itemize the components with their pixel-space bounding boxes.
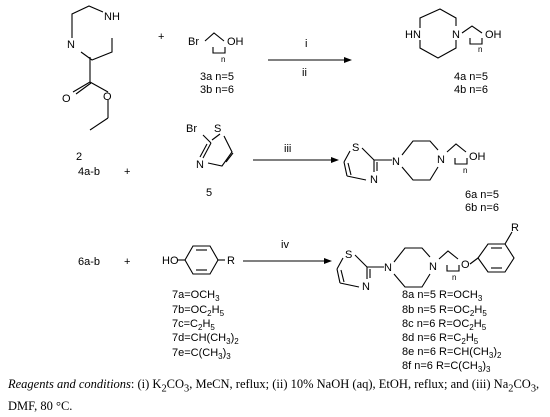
cmpd8-repeat-n: n [452, 273, 456, 282]
plus-sign-1: + [158, 31, 164, 43]
cmpd5-s-atom: S [214, 123, 221, 135]
caption-part-2: CO [166, 377, 185, 391]
cmpd8-n2-atom: N [429, 261, 437, 273]
step-ii-label: ii [302, 67, 307, 79]
compound-8-structure: S N N N n O R [336, 222, 519, 293]
compound-8-labels: 8a n=5 R=OCH3 8b n=5 R=OC2H5 8c n=6 R=OC… [402, 289, 502, 374]
label-8b: 8b n=5 R=OC2H5 [402, 304, 487, 318]
compound-3b-label: 3b n=6 [200, 84, 234, 96]
cmpd4-n-atom: N [452, 29, 460, 41]
compound-4a-label: 4a n=5 [454, 71, 488, 83]
cmpd6-n1-atom: N [392, 156, 400, 168]
compound-6a-label: 6a n=5 [465, 189, 499, 201]
cmpd8-s-atom: S [345, 249, 352, 261]
label-8c: 8c n=6 R=OC2H5 [402, 318, 487, 332]
caption-lead: Reagents and conditions [8, 377, 131, 391]
cmpd6-ring-n: N [370, 174, 378, 186]
reactant-4ab-label: 4a-b [78, 166, 100, 178]
reaction-arrow-iii: iii [253, 143, 339, 163]
br-atom: Br [188, 36, 199, 48]
step-iv-label: iv [281, 239, 289, 251]
label-7a: 7a=OCH3 [172, 289, 220, 303]
label-8e: 8e n=6 R=CH(CH3)2 [402, 346, 502, 360]
caption-part-3: , MeCN, reflux; (ii) 10% NaOH (aq), EtOH… [189, 377, 509, 391]
phenol-ho-group: HO [162, 255, 179, 267]
compound-3a-label: 3a n=5 [200, 71, 234, 83]
compound-6b-label: 6b n=6 [465, 202, 499, 214]
cmpd8-n1-atom: N [384, 262, 392, 274]
phenol-r-group: R [227, 255, 235, 267]
cmpd2-carbonyl-o: O [62, 93, 71, 105]
compound-3-structure: Br n OH [188, 32, 244, 64]
caption-sub-4: 3 [530, 383, 537, 395]
caption-part-1: : (i) K [130, 377, 162, 391]
label-7e: 7e=C(CH3)3 [172, 347, 231, 361]
cmpd6-repeat-n: n [463, 166, 467, 175]
reaction-conditions-caption: Reagents and conditions: (i) K2CO3, MeCN… [8, 376, 544, 415]
cmpd6-s-atom: S [352, 142, 359, 154]
reaction-arrow-iv: iv [243, 239, 332, 264]
cmpd5-br-atom: Br [186, 123, 197, 135]
compound-2-structure: N NH O O [62, 5, 120, 131]
caption-part-4: CO [513, 377, 531, 391]
compound-7-structure: HO R [162, 245, 235, 275]
label-7b: 7b=OC2H5 [172, 304, 225, 318]
compound-6-structure: S N N N n OH [343, 140, 486, 186]
compound-5-structure: Br S N [186, 123, 234, 171]
cmpd8-ring-n: N [362, 281, 370, 293]
scheme-drawing: N NH O O 2 + Br n OH 3a n=5 3b n=6 i ii … [62, 5, 519, 374]
label-7c: 7c=C2H5 [172, 318, 215, 332]
caption-sub-3: 2 [508, 383, 514, 395]
repeat-n: n [221, 55, 225, 64]
cmpd4-hn-atom: HN [405, 29, 421, 41]
cmpd4-repeat-n: n [478, 45, 482, 54]
cmpd2-nh-atom: NH [104, 11, 120, 23]
caption-sub-1: 2 [161, 383, 167, 395]
compound-2-label: 2 [76, 151, 82, 163]
label-8f: 8f n=6 R=C(CH3)3 [402, 360, 491, 374]
cmpd4-oh-group: OH [485, 29, 502, 41]
label-8d: 8d n=6 R=C2H5 [402, 332, 479, 346]
cmpd6-n2-atom: N [437, 154, 445, 166]
plus-sign-2: + [124, 166, 130, 178]
step-iii-label: iii [284, 143, 291, 155]
cmpd2-n-atom: N [67, 39, 75, 51]
cmpd2-ester-o: O [103, 91, 112, 103]
cmpd5-n-atom: N [196, 159, 204, 171]
compound-4b-label: 4b n=6 [454, 84, 488, 96]
compound-7-labels: 7a=OCH3 7b=OC2H5 7c=C2H5 7d=CH(CH3)2 7e=… [172, 289, 239, 361]
reactant-6ab-label: 6a-b [78, 256, 100, 268]
compound-5-label: 5 [206, 187, 212, 199]
cmpd8-r-group: R [511, 222, 519, 234]
compound-4-structure: HN N n OH [405, 8, 502, 59]
caption-part-5: , DMF, 80 °C. [8, 377, 540, 413]
plus-sign-3: + [124, 256, 130, 268]
label-8a: 8a n=5 R=OCH3 [402, 289, 483, 303]
step-i-label: i [305, 38, 307, 50]
cmpd6-oh-group: OH [469, 151, 486, 163]
label-7d: 7d=CH(CH3)2 [172, 332, 239, 346]
caption-sub-2: 3 [184, 383, 190, 395]
oh-group: OH [227, 36, 244, 48]
cmpd8-o-atom: O [461, 259, 470, 271]
reaction-arrow-i-ii: i ii [268, 38, 352, 79]
